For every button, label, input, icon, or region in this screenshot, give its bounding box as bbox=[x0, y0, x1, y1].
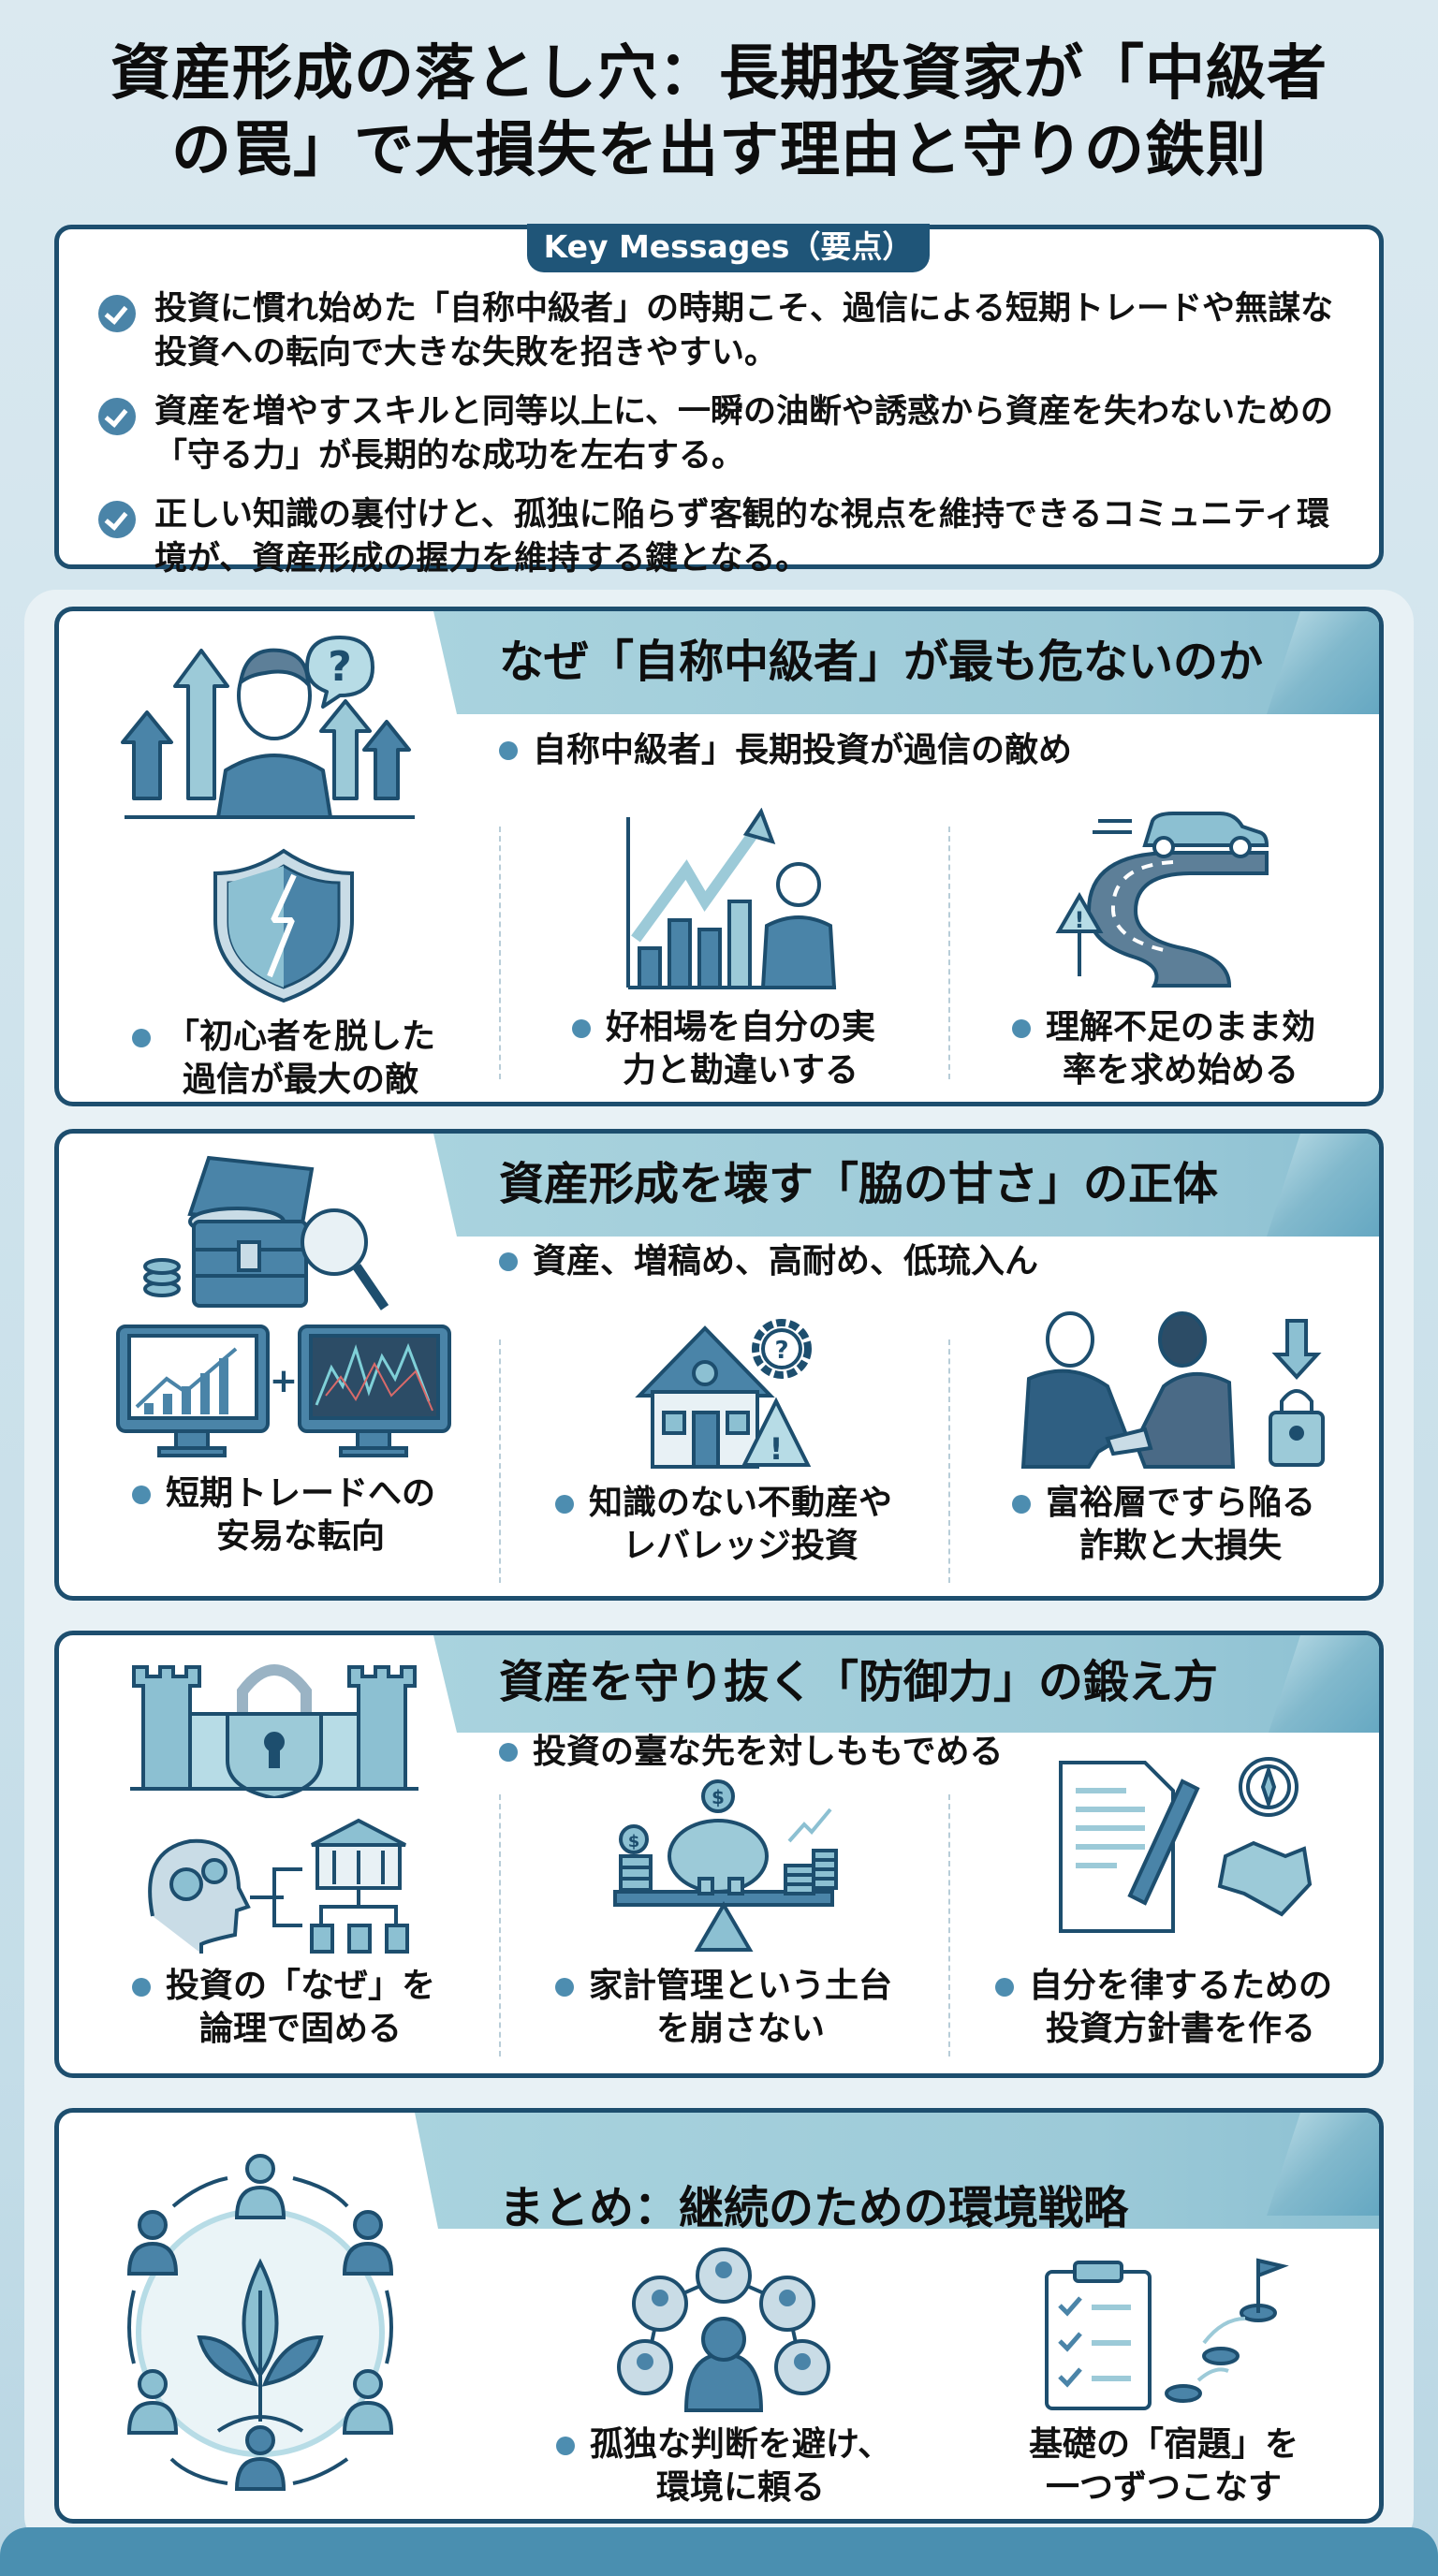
title-line-2: の罠」で大損失を出す理由と守りの鉄則 bbox=[171, 116, 1267, 185]
bullet-dot-icon bbox=[499, 1743, 518, 1762]
svg-text:$: $ bbox=[628, 1832, 640, 1852]
section-title: 資産形成を壊す「脇の甘さ」の正体 bbox=[499, 1158, 1219, 1210]
key-message-item: 資産を増やすスキルと同等以上に、一瞬の油断や誘惑から資産を失わないための「守る力… bbox=[98, 390, 1342, 478]
section-summary: まとめ：継続のための環境戦略 bbox=[54, 2108, 1384, 2524]
checkmark-icon bbox=[98, 398, 136, 435]
section-subtitle-text: 自称中級者」長期投資が過信の敵め bbox=[533, 731, 1073, 769]
point-column: ? ! 知識のない不動産やレバレッジ投資 bbox=[518, 1311, 930, 1568]
bullet-dot-icon bbox=[1011, 1019, 1031, 1038]
point-column: 投資の「なぜ」を論理で固める bbox=[78, 1813, 490, 2051]
key-message-text: 正しい知識の裏付けと、孤独に陥らず客観的な視点を維持できるコミュニティ環境が、資… bbox=[154, 496, 1330, 578]
section-header-banner bbox=[433, 1134, 1379, 1237]
point-column: $ $ 家計管理という土台を崩さない bbox=[518, 1776, 930, 2051]
point-text: 知識のない不動産やレバレッジ投資 bbox=[554, 1482, 892, 1568]
point-text: 「初心者を脱した過信が最大の敵 bbox=[131, 1016, 435, 1102]
bullet-dot-icon bbox=[131, 1978, 151, 1997]
svg-text:?: ? bbox=[328, 643, 352, 691]
point-text: 富裕層ですら陥る詐欺と大損失 bbox=[1011, 1482, 1315, 1568]
column-divider bbox=[499, 1794, 501, 2056]
bullet-dot-icon bbox=[499, 1252, 518, 1271]
bullet-dot-icon bbox=[554, 1978, 574, 1997]
section-title: 資産を守り抜く「防御力」の鍛え方 bbox=[499, 1656, 1219, 1708]
section-subtitle: 自称中級者」長期投資が過信の敵め bbox=[499, 727, 1072, 774]
point-column: 好相場を自分の実力と勘違いする bbox=[518, 808, 930, 1092]
cracked-shield-icon bbox=[213, 848, 354, 1003]
bullet-dot-icon bbox=[555, 2437, 575, 2455]
bullet-dot-icon bbox=[554, 1495, 574, 1514]
network-people-icon bbox=[617, 2247, 830, 2412]
svg-text:!: ! bbox=[1075, 907, 1085, 933]
brain-gears-bank-diagram-icon bbox=[148, 1818, 409, 1954]
column-divider bbox=[948, 1794, 950, 2056]
point-column: 自分を律するための投資方針書を作る bbox=[958, 1753, 1370, 2051]
point-column: 「初心者を脱した過信が最大の敵 bbox=[78, 845, 490, 1102]
section-why-dangerous: なぜ「自称中級者」が最も危ないのか 自称中級者」長期投資が過信の敵め ? 「初心… bbox=[54, 607, 1384, 1106]
point-column: ! 理解不足のまま効率を求め始める bbox=[958, 808, 1370, 1092]
policy-document-pen-compass-icon bbox=[1059, 1757, 1313, 1933]
footer-band bbox=[0, 2527, 1438, 2576]
section-header-banner bbox=[415, 2113, 1379, 2229]
treasure-chest-magnifier-icon bbox=[143, 1155, 389, 1310]
bullet-dot-icon bbox=[571, 1019, 591, 1038]
thinking-man-arrows-icon: ? bbox=[121, 636, 415, 819]
bullet-dot-icon bbox=[131, 1029, 151, 1047]
key-message-text: 投資に慣れ始めた「自称中級者」の時期こそ、過信による短期トレードや無謀な投資への… bbox=[154, 290, 1333, 372]
point-text: 理解不足のまま効率を求め始める bbox=[1011, 1006, 1315, 1092]
svg-text:!: ! bbox=[770, 1431, 784, 1467]
point-text: 自分を律するための投資方針書を作る bbox=[994, 1965, 1332, 2051]
section-header-banner bbox=[433, 611, 1379, 714]
key-messages-box: Key Messages（要点） 投資に慣れ始めた「自称中級者」の時期こそ、過信… bbox=[54, 224, 1384, 578]
checklist-coins-flag-icon bbox=[1045, 2258, 1289, 2410]
section-weak-points: 資産形成を壊す「脇の甘さ」の正体 資産、増稿め、高耐め、低琉入ん bbox=[54, 1129, 1384, 1601]
section-subtitle-text: 投資の臺な先を対しももでめる bbox=[533, 1733, 1004, 1771]
two-monitors-trading-icon: + bbox=[116, 1325, 451, 1457]
key-message-item: 投資に慣れ始めた「自称中級者」の時期こそ、過信による短期トレードや無謀な投資への… bbox=[98, 287, 1342, 375]
column-divider bbox=[499, 1339, 501, 1583]
point-text: 孤独な判断を避け、環境に頼る bbox=[555, 2423, 891, 2510]
checkmark-icon bbox=[98, 501, 136, 538]
rising-chart-person-icon bbox=[626, 808, 837, 989]
point-column: + 短期トレードへの安易な転向 bbox=[78, 1321, 490, 1559]
key-message-text: 資産を増やすスキルと同等以上に、一瞬の油断や誘惑から資産を失わないための「守る力… bbox=[154, 393, 1333, 475]
section-subtitle-text: 資産、増稿め、高耐め、低琉入ん bbox=[533, 1242, 1039, 1281]
column-divider bbox=[499, 827, 501, 1079]
bullet-dot-icon bbox=[131, 1486, 151, 1504]
title-line-1: 資産形成の落とし穴：長期投資家が「中級者 bbox=[110, 39, 1328, 109]
key-messages-tab: Key Messages（要点） bbox=[527, 224, 930, 272]
bullet-dot-icon bbox=[1011, 1495, 1031, 1514]
point-text: 投資の「なぜ」を論理で固める bbox=[131, 1965, 435, 2051]
point-text: 基礎の「宿題」を一つずつこなす bbox=[1028, 2425, 1299, 2507]
house-gear-warning-icon: ? ! bbox=[635, 1319, 812, 1469]
section-title: なぜ「自称中級者」が最も危ないのか bbox=[499, 636, 1264, 688]
section-subtitle: 資産、増稿め、高耐め、低琉入ん bbox=[499, 1238, 1038, 1285]
column-divider bbox=[948, 827, 950, 1079]
point-text: 家計管理という土台を崩さない bbox=[554, 1965, 892, 2051]
car-winding-road-warning-icon: ! bbox=[1055, 812, 1269, 988]
point-column: 孤独な判断を避け、環境に頼る bbox=[518, 2244, 930, 2510]
castle-padlock-icon bbox=[130, 1664, 418, 1798]
svg-text:$: $ bbox=[712, 1786, 725, 1808]
key-messages-list: 投資に慣れ始めた「自称中級者」の時期こそ、過信による短期トレードや無謀な投資への… bbox=[98, 287, 1342, 596]
section-defense: 資産を守り抜く「防御力」の鍛え方 投資の臺な先を対しももでめる bbox=[54, 1631, 1384, 2078]
piggy-bank-scale-icon: $ $ bbox=[613, 1779, 838, 1952]
checkmark-icon bbox=[98, 295, 136, 332]
section-subtitle: 投資の臺な先を対しももでめる bbox=[499, 1729, 1004, 1776]
point-column: 基礎の「宿題」を一つずつこなす bbox=[958, 2253, 1370, 2510]
handshake-scam-lock-icon bbox=[1020, 1311, 1325, 1469]
svg-text:+: + bbox=[270, 1362, 298, 1400]
section-title: まとめ：継続のための環境戦略 bbox=[499, 2182, 1129, 2234]
svg-text:?: ? bbox=[774, 1337, 788, 1365]
point-text: 好相場を自分の実力と勘違いする bbox=[571, 1006, 875, 1092]
bullet-dot-icon bbox=[499, 741, 518, 760]
bullet-dot-icon bbox=[994, 1978, 1014, 1997]
key-message-item: 正しい知識の裏付けと、孤独に陥らず客観的な視点を維持できるコミュニティ環境が、資… bbox=[98, 493, 1342, 581]
section-header-banner bbox=[433, 1635, 1379, 1733]
page-title: 資産形成の落とし穴：長期投資家が「中級者 の罠」で大損失を出す理由と守りの鉄則 bbox=[0, 36, 1438, 189]
point-column: 富裕層ですら陥る詐欺と大損失 bbox=[958, 1311, 1370, 1568]
point-text: 短期トレードへの安易な転向 bbox=[131, 1472, 435, 1559]
column-divider bbox=[948, 1339, 950, 1583]
community-circle-plant-icon bbox=[126, 2154, 394, 2491]
